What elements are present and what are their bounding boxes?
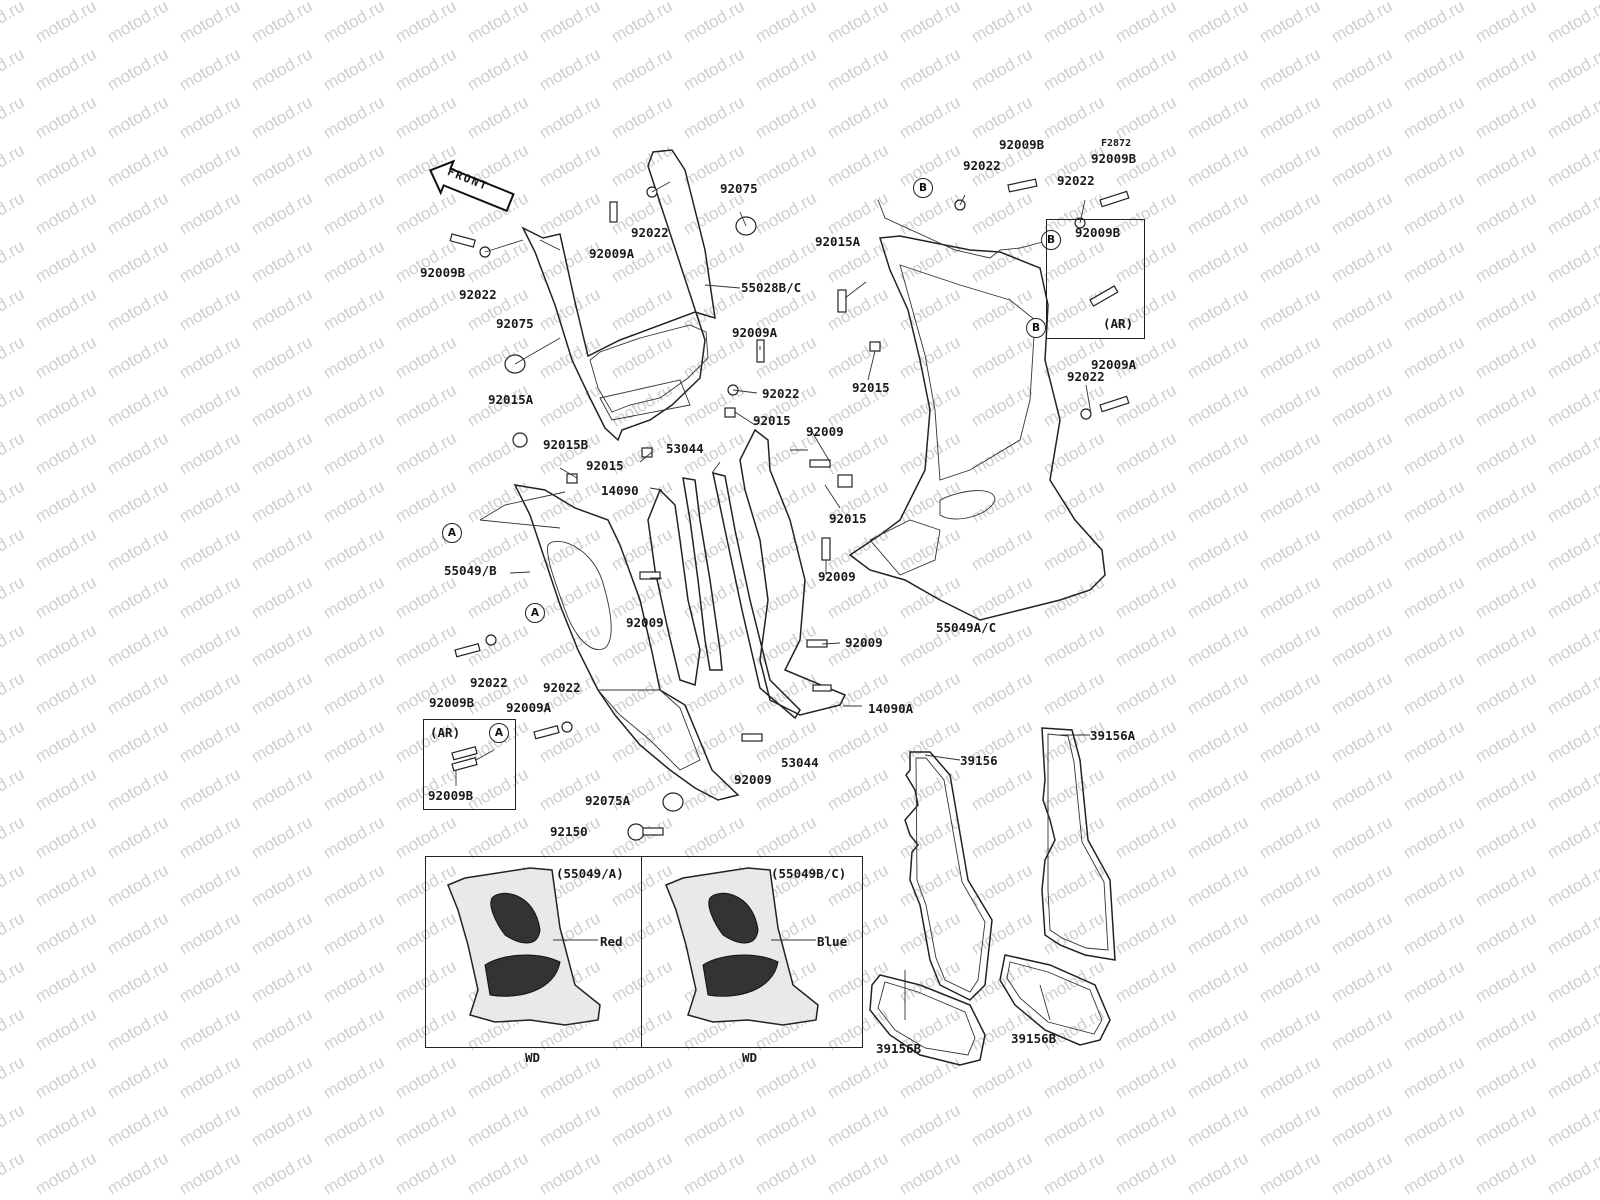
callout-92022-4: 92022 — [470, 675, 508, 690]
variant-blue-model: (55049B/C) — [771, 866, 847, 881]
callout-92009-2: 92009 — [734, 772, 772, 787]
callout-92022-5: 92022 — [543, 680, 581, 695]
callout-39156b-1: 39156B — [876, 1041, 922, 1056]
sound-pad-39156b-right — [999, 954, 1111, 1046]
callout-92009-1: 92009 — [626, 615, 664, 630]
callout-92015a-1: 92015A — [488, 392, 534, 407]
ref-marker-a-box: A — [489, 723, 509, 743]
callout-39156b-2: 39156B — [1011, 1031, 1057, 1046]
variant-blue-fairing — [665, 867, 819, 1026]
callout-39156a: 39156A — [1090, 728, 1136, 743]
sound-pad-39156 — [904, 751, 993, 1001]
front-direction-arrow-icon — [429, 159, 515, 213]
ar-box-right-label: (AR) — [1103, 316, 1134, 331]
callout-92009b-2: 92009B — [429, 695, 475, 710]
callout-92009-3: 92009 — [806, 424, 844, 439]
callout-92009b-3: 92009B — [999, 137, 1045, 152]
sound-pad-39156b-left — [869, 974, 986, 1066]
callout-92009-4: 92009 — [818, 569, 856, 584]
callout-92015b: 92015B — [543, 437, 589, 452]
left-lower-fairing — [513, 484, 740, 801]
ar-box-left-bolt-icon — [451, 749, 495, 786]
ref-marker-b-top: B — [913, 178, 933, 198]
variant-red-color: Red — [600, 934, 623, 949]
callout-92022-7: 92022 — [1057, 173, 1095, 188]
ar-box-left-part: 92009B — [428, 788, 474, 803]
trim-strip-left — [682, 477, 723, 671]
ref-marker-b-box: B — [1026, 318, 1046, 338]
callout-92015-4: 92015 — [852, 380, 890, 395]
variant-red-fairing — [447, 867, 601, 1026]
ar-box-right-part: 92009B — [1075, 225, 1121, 240]
callout-92009a-2: 92009A — [732, 325, 778, 340]
upper-cowl-inner — [589, 324, 709, 413]
callout-92075-2: 92075 — [720, 181, 758, 196]
callout-55049ac: 55049A/C — [936, 620, 997, 635]
ref-marker-a-left: A — [442, 523, 462, 543]
variant-red-code: WD — [525, 1050, 541, 1065]
callout-14090a: 14090A — [868, 701, 914, 716]
callout-92015a-2: 92015A — [815, 234, 861, 249]
callout-92075a: 92075A — [585, 793, 631, 808]
callout-92009a-1: 92009A — [589, 246, 635, 261]
callout-92009b-4: 92009B — [1091, 151, 1137, 166]
trim-strip-right — [712, 471, 801, 720]
callout-92022-6: 92022 — [963, 158, 1001, 173]
upper-cowl — [521, 149, 716, 442]
variant-blue-color: Blue — [817, 934, 848, 949]
callout-92022-8: 92022 — [1067, 369, 1105, 384]
callout-92075-1: 92075 — [496, 316, 534, 331]
callout-92022-3: 92022 — [762, 386, 800, 401]
diagram-code: F2872 — [1101, 138, 1132, 149]
callout-92022-2: 92022 — [631, 225, 669, 240]
callout-14090: 14090 — [601, 483, 639, 498]
ar-box-left: (AR) 92009B — [423, 719, 516, 810]
callout-92015-1: 92015 — [753, 413, 791, 428]
callout-92015-2: 92015 — [586, 458, 624, 473]
callout-92009b-1: 92009B — [420, 265, 466, 280]
callout-92022-1: 92022 — [459, 287, 497, 302]
inner-panel-a — [739, 428, 847, 716]
ref-marker-a-mid: A — [525, 603, 545, 623]
callout-92015-3: 92015 — [829, 511, 867, 526]
sound-pad-39156a — [1041, 727, 1116, 961]
variant-blue-code: WD — [742, 1050, 758, 1065]
callout-92150: 92150 — [550, 824, 588, 839]
variants-divider — [641, 857, 642, 1047]
variant-red-model: (55049/A) — [556, 866, 624, 881]
callout-55049b: 55049/B — [444, 563, 497, 578]
variants-box: (55049/A) Red (55049B/C) Blue — [425, 856, 863, 1048]
callout-92009-5: 92009 — [845, 635, 883, 650]
right-lower-fairing — [848, 235, 1106, 621]
callout-39156: 39156 — [960, 753, 998, 768]
fasteners — [449, 178, 1130, 841]
ar-box-right: 92009B (AR) — [1046, 219, 1145, 339]
callout-53044-2: 53044 — [781, 755, 819, 770]
callout-92009a-4: 92009A — [1091, 357, 1137, 372]
callout-55028bc: 55028B/C — [741, 280, 802, 295]
ar-box-left-label: (AR) — [430, 725, 461, 740]
inner-duct-panel — [647, 488, 701, 686]
callout-53044-1: 53044 — [666, 441, 704, 456]
callout-92009a-3: 92009A — [506, 700, 552, 715]
